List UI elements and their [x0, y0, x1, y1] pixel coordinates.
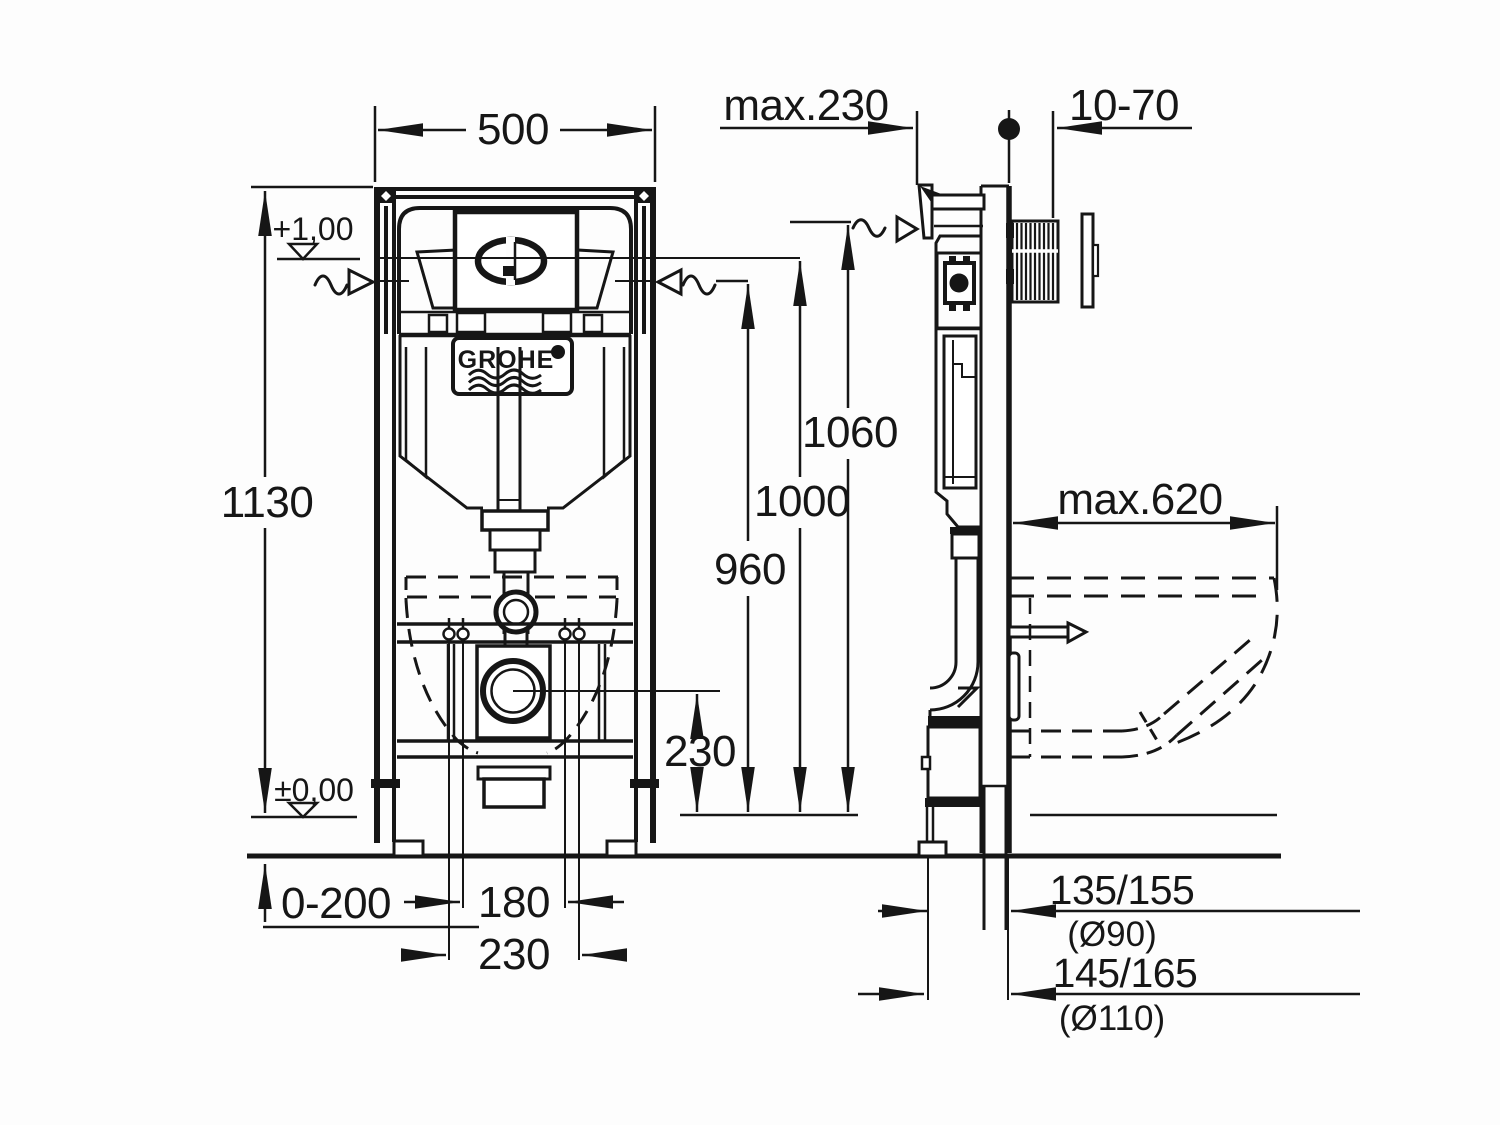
foot-left — [392, 839, 425, 858]
front-view: GROHE — [371, 187, 720, 960]
wall-break-arrow-top — [851, 218, 887, 238]
bowl-outline-side — [1010, 576, 1279, 759]
wall-break-arrow-right — [654, 267, 683, 297]
side-dimensions: max.230 10-70 max.620 135/155 (Ø90) 145/… — [720, 81, 1360, 1038]
dim-outlet90-label: 135/155 — [1050, 867, 1195, 913]
dim-outer-span-label: 230 — [478, 930, 550, 979]
cover-plate — [1080, 212, 1095, 309]
dim-outlet110-label: 145/165 — [1053, 950, 1198, 996]
wave-icon — [467, 368, 542, 380]
fixing-rod — [1007, 625, 1070, 639]
dim-bowl-depth-label: max.620 — [1057, 475, 1222, 524]
dim-depth-label: max.230 — [723, 81, 888, 130]
dim-outlet110-dia-label: (Ø110) — [1059, 999, 1165, 1038]
dim-height-label: 1130 — [221, 478, 314, 527]
dim-plate-range-label: 10-70 — [1069, 81, 1179, 130]
tank-outline-left — [398, 335, 483, 510]
wave-icon — [467, 383, 542, 395]
brand-logo: GROHE — [451, 336, 574, 396]
dim-outlet-height-label: 230 — [664, 727, 736, 776]
dim-960-label: 960 — [714, 545, 786, 594]
dim-bolt-span-label: 180 — [478, 878, 550, 927]
front-dimensions: 500 1130 +1,00 ±0,00 960 1000 1060 — [221, 105, 920, 979]
outlet-bend-housing — [926, 725, 982, 800]
flush-bend — [929, 661, 980, 712]
dim-1060-label: 1060 — [802, 408, 898, 457]
fixing-bolts — [442, 618, 586, 641]
outlet-flange — [1007, 651, 1021, 722]
wall-break-arrow-left — [313, 274, 349, 296]
brand-logo-text: GROHE — [458, 346, 555, 374]
level-plus-label: +1,00 — [273, 211, 354, 247]
dim-outlet90-dia-label: (Ø90) — [1067, 915, 1156, 954]
datum-triangle-icon — [286, 242, 320, 261]
cistern-panel — [397, 206, 633, 334]
foot-side — [917, 840, 948, 858]
datum-triangle-icon — [285, 801, 321, 819]
cistern-profile — [934, 234, 981, 529]
dim-width-label: 500 — [477, 105, 549, 154]
actuator-housing — [1006, 219, 1060, 304]
dim-floor-range-label: 0-200 — [281, 879, 391, 928]
wave-icon — [467, 376, 542, 388]
dim-1000-label: 1000 — [754, 477, 850, 526]
tank-outline-right — [547, 335, 632, 510]
brand-dot-icon — [551, 345, 565, 359]
side-view — [917, 183, 1279, 930]
foot-right — [605, 839, 638, 858]
